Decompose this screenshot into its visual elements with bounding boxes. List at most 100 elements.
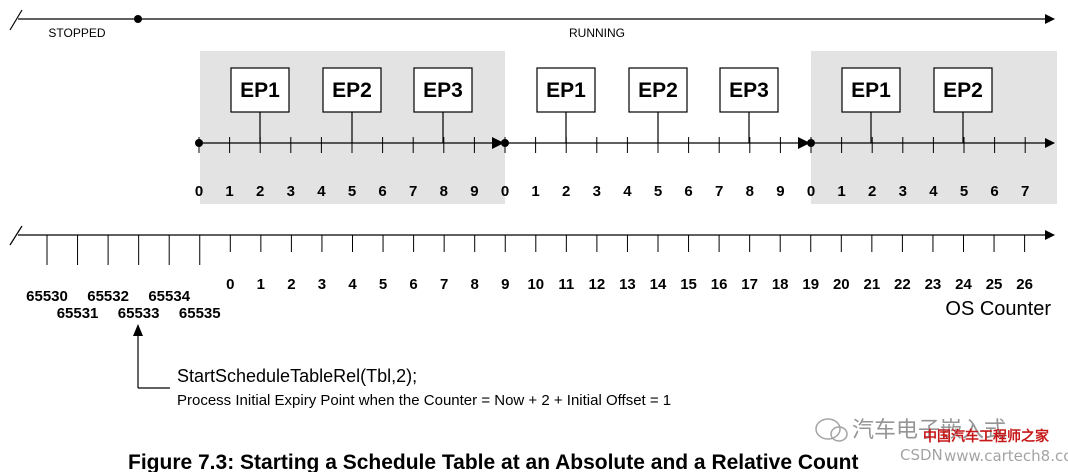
- os-counter-label: 5: [379, 276, 387, 293]
- schedule-tick-label: 3: [899, 183, 907, 200]
- schedule-tick-label: 8: [746, 183, 754, 200]
- expiry-point-box: [413, 67, 473, 113]
- os-counter-label: 14: [650, 276, 667, 293]
- os-counter-label: 65530: [26, 288, 68, 305]
- watermark-logo: 中国汽车工程师之家: [923, 428, 1050, 445]
- schedule-tick-label: 2: [868, 183, 876, 200]
- schedule-tick-label: 3: [593, 183, 601, 200]
- expiry-point-ep3: EP3: [413, 67, 473, 143]
- expiry-point-ep1: EP1: [536, 67, 596, 143]
- os-counter-label: 10: [527, 276, 544, 293]
- chat-bubble-icon: [815, 418, 848, 442]
- schedule-tick-label: 4: [317, 183, 326, 200]
- expiry-point-box: [230, 67, 290, 113]
- watermark-url: www.cartech8.com: [944, 447, 1068, 465]
- schedule-tick-label: 6: [378, 183, 386, 200]
- start-point-marker: [134, 15, 142, 23]
- watermark-text: 汽车电子嵌入式: [852, 418, 1006, 443]
- os-counter-title: OS Counter: [945, 298, 1051, 320]
- watermark-site: CSDN: [900, 446, 943, 464]
- expiry-point-box: [841, 67, 901, 113]
- expiry-point-label: EP2: [332, 79, 372, 102]
- os-counter-label: 7: [440, 276, 448, 293]
- expiry-point-box: [322, 67, 382, 113]
- schedule-tick-label: 6: [990, 183, 998, 200]
- os-counter-label: 25: [986, 276, 1003, 293]
- os-counter-label: 21: [864, 276, 881, 293]
- schedule-tick-label: 2: [256, 183, 264, 200]
- os-counter-label: 65531: [57, 305, 99, 322]
- os-counter-label: 20: [833, 276, 850, 293]
- os-counter-label: 23: [925, 276, 942, 293]
- schedule-tick-label: 1: [531, 183, 539, 200]
- schedule-tick-label: 5: [960, 183, 968, 200]
- os-counter-label: 1: [257, 276, 265, 293]
- schedule-tick-label: 4: [929, 183, 938, 200]
- os-counter-label: 65533: [118, 305, 160, 322]
- start-call-annotation: StartScheduleTableRel(Tbl,2); Process In…: [133, 324, 671, 409]
- schedule-tick-label: 9: [776, 183, 784, 200]
- expiry-point-label: EP2: [943, 79, 983, 102]
- schedule-tick-label: 8: [440, 183, 448, 200]
- expiry-point-box: [628, 67, 688, 113]
- expiry-point-ep1: EP1: [841, 67, 901, 143]
- expiry-point-ep1: EP1: [230, 67, 290, 143]
- os-counter-label: 65534: [148, 288, 190, 305]
- os-counter-label: 65532: [87, 288, 129, 305]
- state-timeline: STOPPED RUNNING: [9, 9, 1055, 40]
- expiry-note-text: Process Initial Expiry Point when the Co…: [177, 392, 671, 409]
- schedule-tick-label: 7: [715, 183, 723, 200]
- os-counter-label: 4: [348, 276, 357, 293]
- schedule-tick-label: 6: [684, 183, 692, 200]
- callout-arrowhead: [133, 324, 143, 336]
- schedule-tick-label: 1: [225, 183, 233, 200]
- schedule-tick-label: 5: [654, 183, 662, 200]
- schedule-tick-label: 9: [470, 183, 478, 200]
- os-counter-label: 9: [501, 276, 509, 293]
- os-counter-label: 13: [619, 276, 636, 293]
- os-counter-label: 26: [1016, 276, 1033, 293]
- os-counter-label: 8: [471, 276, 479, 293]
- expiry-point-label: EP1: [240, 79, 280, 102]
- schedule-tick-label: 3: [287, 183, 295, 200]
- expiry-point-ep2: EP2: [322, 67, 382, 143]
- stopped-state-label: STOPPED: [48, 26, 105, 40]
- expiry-point-label: EP3: [729, 79, 769, 102]
- schedule-tick-label: 2: [562, 183, 570, 200]
- os-counter-label: 22: [894, 276, 911, 293]
- running-state-label: RUNNING: [569, 26, 625, 40]
- expiry-point-label: EP2: [638, 79, 678, 102]
- expiry-point-ep2: EP2: [628, 67, 688, 143]
- expiry-point-label: EP3: [423, 79, 463, 102]
- start-call-text: StartScheduleTableRel(Tbl,2);: [177, 366, 417, 386]
- schedule-tick-label: 4: [623, 183, 632, 200]
- schedule-tick-label: 0: [807, 183, 815, 200]
- os-counter-label: 65535: [179, 305, 221, 322]
- figure-caption: Figure 7.3: Starting a Schedule Table at…: [128, 451, 858, 472]
- expiry-point-box: [933, 67, 993, 113]
- expiry-point-ep3: EP3: [719, 67, 779, 143]
- watermark: 汽车电子嵌入式 CSDN 中国汽车工程师之家 www.cartech8.com: [815, 418, 1068, 465]
- expiry-point-label: EP1: [546, 79, 586, 102]
- os-counter-label: 24: [955, 276, 972, 293]
- os-counter-label: 16: [711, 276, 728, 293]
- schedule-tick-label: 7: [1021, 183, 1029, 200]
- os-counter-label: 19: [802, 276, 819, 293]
- os-counter-label: 0: [226, 276, 234, 293]
- period-end-arrow: [492, 137, 504, 149]
- period-end-arrow: [798, 137, 810, 149]
- schedule-tick-label: 7: [409, 183, 417, 200]
- os-counter-label: 3: [318, 276, 326, 293]
- expiry-point-ep2: EP2: [933, 67, 993, 143]
- os-counter-label: 18: [772, 276, 789, 293]
- os-counter-label: 2: [287, 276, 295, 293]
- schedule-tick-label: 0: [195, 183, 203, 200]
- os-counter-label: 11: [558, 276, 574, 293]
- os-counter-label: 17: [741, 276, 758, 293]
- expiry-point-label: EP1: [851, 79, 891, 102]
- expiry-point-box: [536, 67, 596, 113]
- schedule-tick-label: 1: [837, 183, 845, 200]
